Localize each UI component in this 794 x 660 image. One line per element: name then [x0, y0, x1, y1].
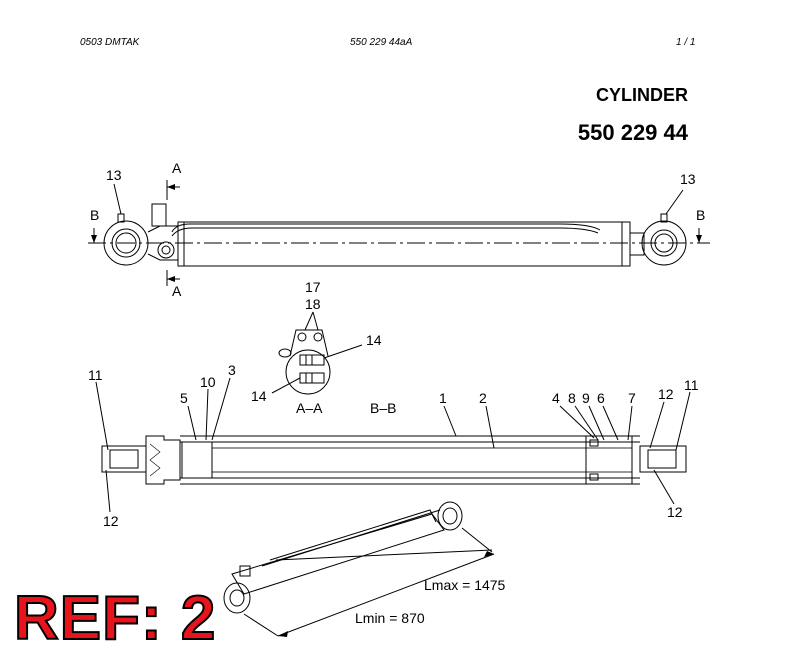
- sheet-number: 1 / 1: [676, 37, 696, 48]
- label-11-left: 11: [88, 367, 103, 383]
- part-number: 550 229 44: [577, 120, 688, 145]
- detail-view-aa: [271, 311, 363, 395]
- view-bb-label: B–B: [370, 400, 396, 416]
- label-14-right: 14: [366, 332, 382, 348]
- label-14-left: 14: [251, 388, 267, 404]
- section-b-right: B: [696, 207, 705, 223]
- dimension-lmax: Lmax = 1475: [424, 577, 506, 593]
- label-8: 8: [568, 390, 576, 406]
- label-6: 6: [597, 390, 605, 406]
- section-a-top: A: [172, 160, 182, 176]
- label-17: 17: [305, 279, 321, 295]
- label-11-right: 11: [684, 377, 699, 393]
- label-5: 5: [180, 390, 188, 406]
- label-7: 7: [628, 390, 636, 406]
- label-9: 9: [582, 390, 590, 406]
- doc-code: 0503 DMTAK: [80, 37, 140, 48]
- label-10: 10: [200, 374, 216, 390]
- label-12-left: 12: [103, 513, 119, 529]
- label-3: 3: [228, 362, 236, 378]
- label-12-right-top: 12: [658, 386, 674, 402]
- section-b-left: B: [90, 207, 99, 223]
- dimension-lmin: Lmin = 870: [355, 610, 425, 626]
- drawing-title: CYLINDER: [595, 85, 688, 105]
- section-a-bottom: A: [172, 283, 182, 299]
- label-18: 18: [305, 296, 321, 312]
- label-4: 4: [552, 390, 560, 406]
- label-13-left: 13: [106, 167, 122, 183]
- view-aa-label: A–A: [296, 400, 323, 416]
- section-view-bb: [95, 377, 691, 513]
- top-view: [88, 180, 710, 286]
- drawing-number: 550 229 44aA: [350, 37, 413, 48]
- label-12-right-bottom: 12: [667, 504, 683, 520]
- label-2: 2: [479, 390, 487, 406]
- isometric-view: [223, 501, 495, 637]
- label-13-right: 13: [680, 171, 696, 187]
- label-1: 1: [439, 390, 447, 406]
- ref-stamp: REF: 2: [13, 584, 217, 653]
